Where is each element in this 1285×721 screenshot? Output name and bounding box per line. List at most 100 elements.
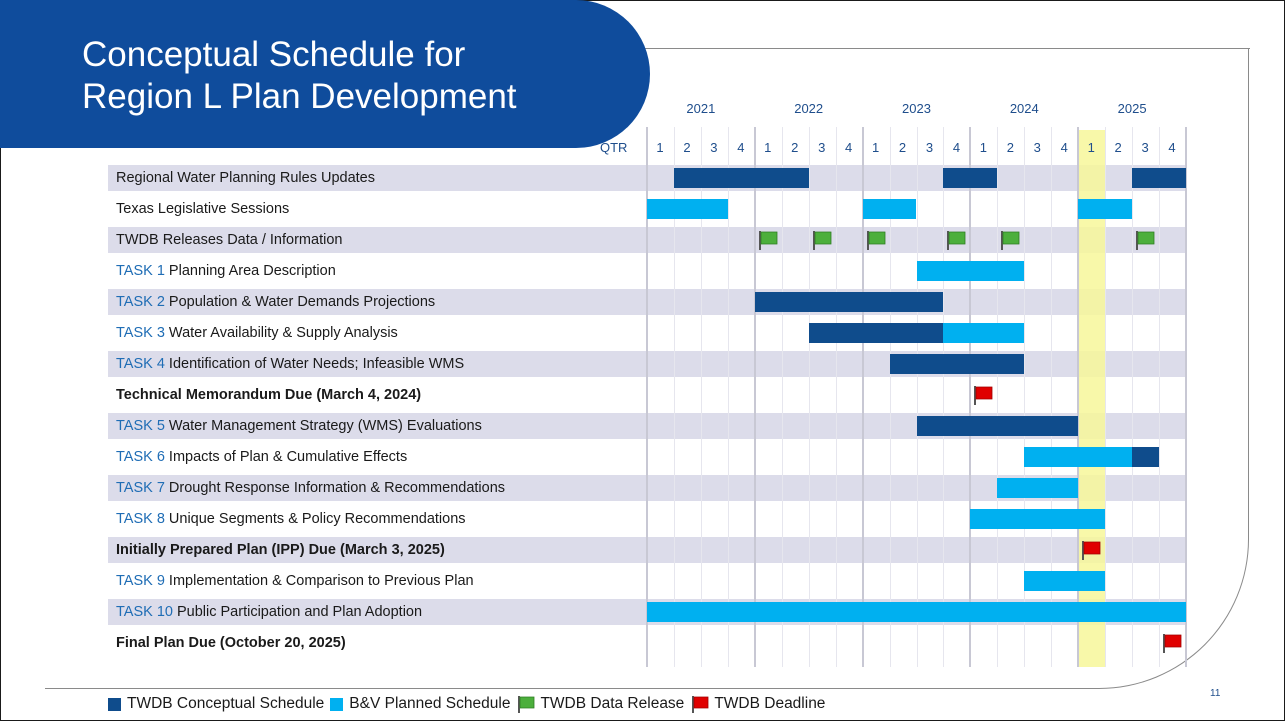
task-name: Planning Area Description [168, 263, 336, 279]
quarter-number: 1 [764, 140, 772, 155]
quarter-number: 2 [1114, 140, 1122, 155]
quarter-number: 1 [656, 140, 664, 155]
slide-title-line-2: Region L Plan Development [82, 77, 517, 116]
green-flag-icon [999, 229, 1021, 251]
task-name: TWDB Releases Data / Information [116, 232, 343, 248]
green-flag-icon [865, 229, 887, 251]
slide-title-line-1: Conceptual Schedule for [82, 35, 466, 74]
year-label: 2022 [794, 101, 824, 116]
quarter-number: 4 [1168, 140, 1176, 155]
red-flag-icon [1080, 539, 1102, 561]
grid-line [753, 127, 756, 667]
grid-line [861, 127, 864, 667]
task-name: Texas Legislative Sessions [116, 201, 290, 217]
grid-line [1185, 127, 1187, 667]
quarter-number: 1 [871, 140, 880, 155]
quarter-number: 2 [791, 140, 799, 155]
grid-line [969, 127, 972, 667]
row-label: TASK 3 Water Availability & Supply Analy… [116, 320, 398, 346]
quarter-number: 2 [683, 140, 691, 155]
row-label: Initially Prepared Plan (IPP) Due (March… [116, 537, 445, 563]
planned-bar [943, 323, 1025, 343]
row-label: TASK 1 Planning Area Description [116, 258, 336, 284]
conceptual-bar [943, 168, 998, 188]
year-label: 2021 [686, 101, 716, 116]
task-name: Unique Segments & Policy Recommendations [168, 511, 466, 527]
quarter-number: 2 [1006, 140, 1014, 155]
task-number: TASK 10 [116, 604, 177, 620]
legend-item-deadline: TWDB Deadline [690, 694, 825, 714]
row-label: TASK 2 Population & Water Demands Projec… [116, 289, 435, 315]
green-flag-icon [518, 696, 535, 713]
green-flag-icon [1134, 229, 1156, 251]
year-label: 2024 [1009, 101, 1039, 116]
grid-line [727, 127, 729, 667]
quarter-number: 3 [710, 140, 718, 155]
task-number: TASK 7 [116, 480, 169, 496]
conceptual-bar [916, 416, 1079, 436]
task-name: Public Participation and Plan Adoption [176, 604, 423, 620]
planned-bar [862, 199, 917, 219]
conceptual-bar [673, 168, 809, 188]
task-number: TASK 8 [116, 511, 169, 527]
title-banner: Conceptual Schedule for Region L Plan De… [0, 0, 650, 148]
row-label: Texas Legislative Sessions [116, 196, 289, 222]
qtr-label: QTR [600, 140, 628, 155]
grid-line [781, 127, 783, 667]
quarter-number: 4 [737, 140, 745, 155]
legend-swatch-conceptual [108, 697, 121, 711]
task-number: TASK 6 [116, 449, 169, 465]
quarter-number: 4 [952, 140, 961, 155]
grid-line [808, 127, 810, 667]
conceptual-bar [808, 323, 944, 343]
red-flag-icon [1161, 632, 1183, 654]
grid-line [646, 127, 648, 667]
grid-line [1024, 127, 1026, 667]
legend-label-conceptual: TWDB Conceptual Schedule [127, 695, 325, 712]
task-number: TASK 4 [116, 356, 169, 372]
task-name: Regional Water Planning Rules Updates [116, 170, 375, 186]
legend-label-planned: B&V Planned Schedule [349, 695, 511, 712]
grid-line [1105, 127, 1107, 667]
grid-line [889, 127, 891, 667]
page-number: 11 [1210, 688, 1221, 699]
quarter-number: 3 [818, 140, 826, 155]
grid-line [835, 127, 837, 667]
conceptual-bar [889, 354, 1025, 374]
quarter-number: 3 [1141, 140, 1149, 155]
row-label: TASK 10 Public Participation and Plan Ad… [116, 599, 422, 625]
row-label: TASK 6 Impacts of Plan & Cumulative Effe… [116, 444, 407, 470]
task-number: TASK 2 [116, 294, 169, 310]
quarter-number: 4 [1060, 140, 1068, 155]
row-label: Technical Memorandum Due (March 4, 2024) [116, 382, 421, 408]
row-label: TASK 5 Water Management Strategy (WMS) E… [116, 413, 482, 439]
row-label: TASK 7 Drought Response Information & Re… [116, 475, 505, 501]
green-flag-icon [945, 229, 967, 251]
red-flag-icon [972, 384, 994, 406]
grid-line [916, 127, 918, 667]
grid-line [673, 127, 675, 667]
planned-bar [1024, 571, 1106, 591]
quarter-number: 4 [845, 140, 853, 155]
task-name: Final Plan Due (October 20, 2025) [116, 635, 346, 651]
year-label: 2023 [902, 101, 931, 116]
quarter-number: 3 [1033, 140, 1041, 155]
task-name: Water Availability & Supply Analysis [168, 325, 398, 341]
task-name: Identification of Water Needs; Infeasibl… [168, 356, 465, 372]
quarter-number: 1 [979, 140, 987, 155]
conceptual-bar [1132, 447, 1160, 467]
grid-line [1159, 127, 1161, 667]
legend-item-data-release: TWDB Data Release [516, 694, 684, 714]
legend-item-conceptual: TWDB Conceptual Schedule [108, 695, 324, 713]
row-label: TWDB Releases Data / Information [116, 227, 342, 253]
grid-line [1051, 127, 1053, 667]
task-name: Impacts of Plan & Cumulative Effects [168, 449, 408, 465]
task-name: Drought Response Information & Recommend… [168, 480, 506, 496]
task-number: TASK 3 [116, 325, 169, 341]
task-name: Water Management Strategy (WMS) Evaluati… [168, 418, 482, 434]
content-border-top [600, 48, 1250, 49]
task-number: TASK 1 [116, 263, 169, 279]
legend-label-deadline: TWDB Deadline [714, 695, 826, 712]
grid-line [943, 127, 945, 667]
row-label: Final Plan Due (October 20, 2025) [116, 630, 346, 656]
